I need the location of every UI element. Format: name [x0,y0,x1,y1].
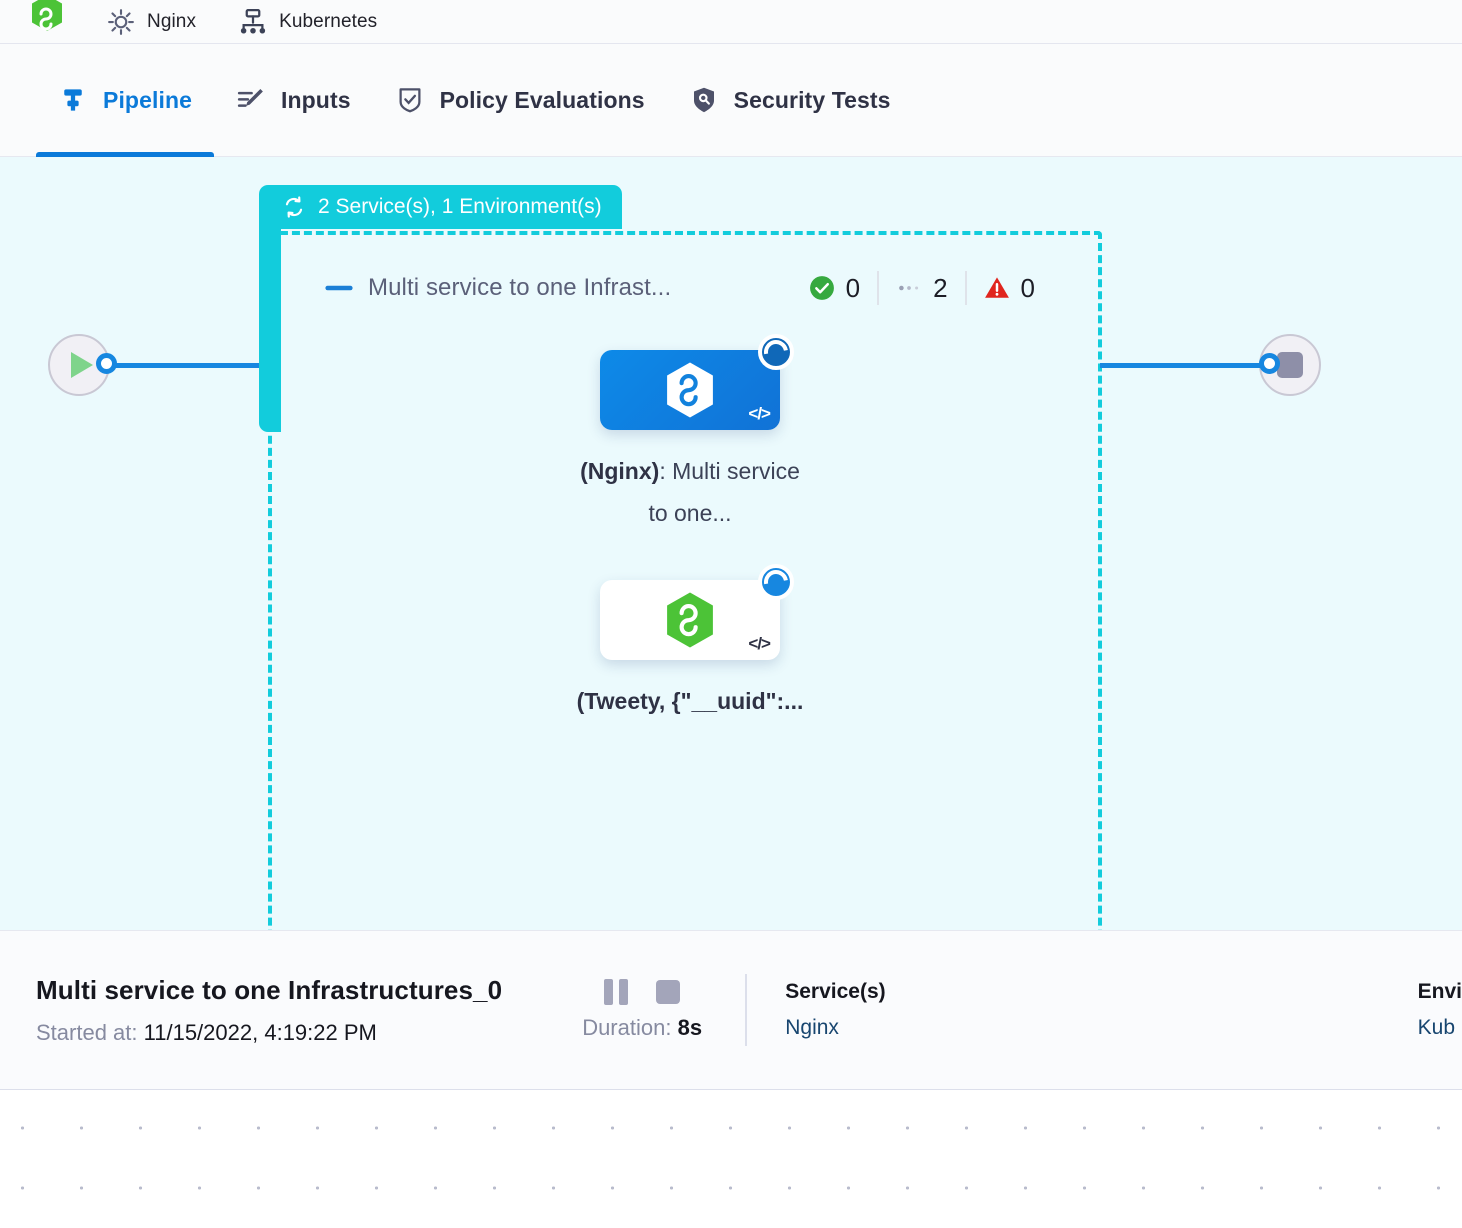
play-icon [71,352,93,378]
pause-icon[interactable] [604,979,629,1005]
node-nginx-status-badge [758,334,794,370]
node-nginx-label-bold: (Nginx) [580,458,660,484]
environments-column: Envi Kub [1380,980,1462,1040]
kubernetes-icon [240,8,266,33]
tab-security-tests[interactable]: Security Tests [667,44,913,157]
shield-scan-icon [693,87,714,113]
node-tweety-label: (Tweety, {"__uuid":... [576,688,804,714]
run-duration-label: Duration: [582,1015,672,1040]
pencil-lines-icon [237,89,263,107]
pipeline-canvas[interactable]: 2 Service(s), 1 Environment(s) Multi ser… [0,157,1462,930]
services-heading: Service(s) [785,980,886,1003]
breadcrumb-item-kubernetes[interactable]: Kubernetes [238,7,377,37]
run-duration: Duration: 8s [539,1015,745,1041]
tab-label-policy-evaluations: Policy Evaluations [439,86,645,113]
tab-label-security-tests: Security Tests [733,86,891,113]
tab-pipeline[interactable]: Pipeline [36,44,214,157]
counter-warning-value: 0 [1020,272,1035,303]
tab-label-pipeline: Pipeline [103,86,192,113]
minus-icon[interactable] [322,271,356,305]
tab-inputs[interactable]: Inputs [214,44,373,157]
breadcrumb: Nginx Kubernetes [0,0,1462,44]
end-node-handle[interactable] [1259,353,1280,374]
node-nginx[interactable]: </> (Nginx): Multi service to one... [580,334,800,534]
stage-group-box[interactable] [268,231,1102,930]
run-started: Started at: 11/15/2022, 4:19:22 PM [36,1020,539,1046]
code-brackets-icon: </> [748,634,771,653]
breadcrumb-label-nginx: Nginx [147,10,197,32]
hexagon-infinity-icon [667,592,713,648]
counter-warning: 0 [967,271,1052,305]
group-badge-label: 2 Service(s), 1 Environment(s) [318,195,602,218]
run-title: Multi service to one Infrastructures_0 [36,974,503,1005]
breadcrumb-item-service[interactable] [30,0,64,41]
spinner-arc-icon [759,335,793,369]
code-brackets-icon: </> [748,404,771,423]
run-started-value: 11/15/2022, 4:19:22 PM [143,1019,377,1045]
run-duration-value: 8s [677,1015,703,1040]
run-duration-block: Duration: 8s [539,979,745,1041]
run-detail-bar: Multi service to one Infrastructures_0 S… [0,930,1462,1090]
environments-heading: Envi [1417,980,1462,1003]
node-tweety-card[interactable]: </> [600,564,794,660]
success-check-icon [809,276,834,300]
start-node-handle[interactable] [96,353,117,374]
warning-triangle-icon [984,277,1009,298]
background-dot-grid[interactable] [0,1090,1462,1228]
green-hexagon-icon [32,0,62,31]
breadcrumb-label-kubernetes: Kubernetes [279,10,378,32]
loop-repeat-icon [285,196,303,218]
run-detail-main: Multi service to one Infrastructures_0 S… [0,975,539,1046]
counter-success: 0 [792,271,880,305]
edge-start-to-group [108,363,270,368]
stage-title: Multi service to one Infrast... [368,274,672,301]
node-tweety-status-badge [758,564,794,600]
environments-value-link[interactable]: Kub [1417,1016,1456,1039]
counter-pending: 2 [879,271,967,305]
tab-label-inputs: Inputs [281,86,351,113]
counter-success-value: 0 [845,272,861,303]
shield-check-icon [399,88,421,113]
breadcrumb-item-nginx[interactable]: Nginx [106,7,196,37]
pending-dots-icon [899,285,919,291]
group-badge[interactable]: 2 Service(s), 1 Environment(s) [259,185,622,229]
hexagon-infinity-icon [667,362,713,418]
edge-group-to-end [1100,363,1268,368]
spinner-arc-icon [759,565,793,599]
tab-bar: Pipeline Inputs Policy Evaluations Secur… [0,44,1462,157]
node-nginx-label: (Nginx): Multi service to one... [570,450,810,534]
counter-pending-value: 2 [933,272,948,303]
node-nginx-label-rest: : Multi service to one... [648,458,800,526]
group-side-bar [259,190,281,432]
tab-policy-evaluations[interactable]: Policy Evaluations [373,44,667,157]
stop-icon [1277,352,1303,378]
stage-counters: 0 2 0 [792,265,1052,311]
run-started-label: Started at: [36,1019,138,1045]
services-column: Service(s) Nginx [747,980,885,1040]
gear-icon [108,8,134,35]
stop-icon[interactable] [656,980,681,1004]
node-nginx-card[interactable]: </> [600,334,794,430]
pipeline-icon [64,89,82,111]
run-controls [539,979,745,1005]
divider [745,974,748,1046]
stage-header: Multi service to one Infrast... 0 2 [322,265,1052,311]
node-tweety[interactable]: </> (Tweety, {"__uuid":... [577,564,803,722]
services-value-link[interactable]: Nginx [785,1016,839,1039]
